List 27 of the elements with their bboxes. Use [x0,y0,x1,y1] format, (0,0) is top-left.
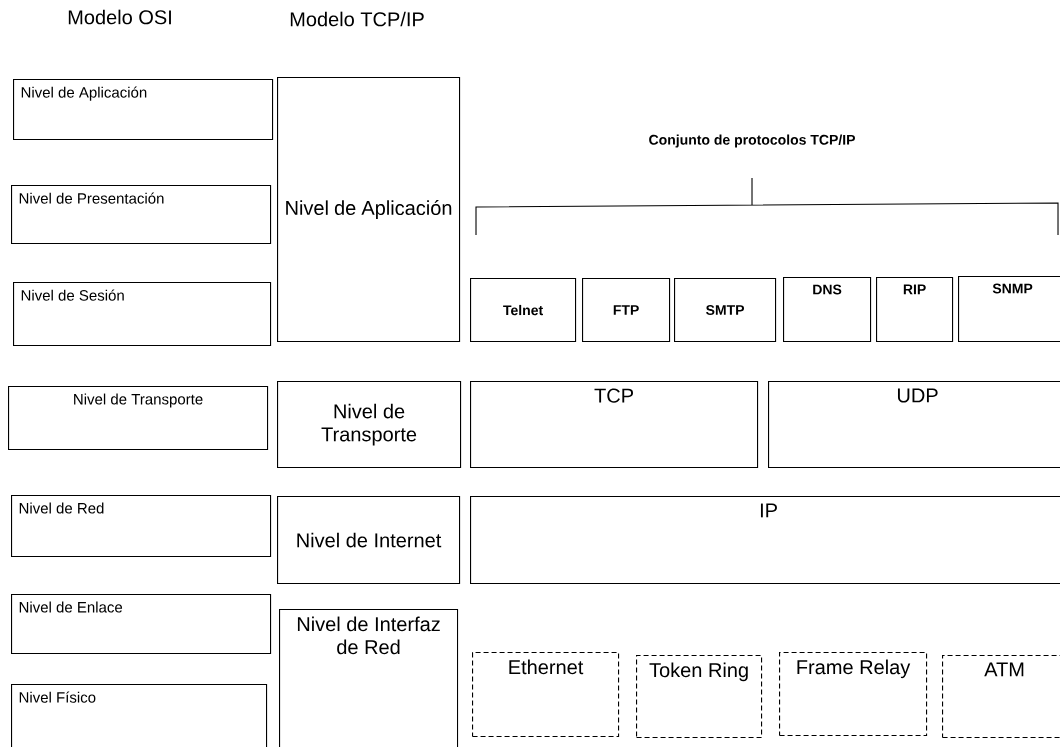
network-box: Frame Relay [779,652,928,737]
protocol-box: SMTP [674,278,777,343]
layer-box: Nivel de Presentación [11,185,272,245]
protocol-box: RIP [876,277,954,343]
layer-box: Nivel de Aplicación [277,77,461,343]
protocol-box: IP [470,496,1060,585]
layer-box: Nivel de Transporte [277,381,462,469]
layer-box: Nivel Físico [11,684,268,747]
protocol-box: SNMP [958,276,1060,343]
layer-box: Nivel de Transporte [8,386,269,451]
network-box: ATM [942,655,1060,739]
layer-box: Nivel de Internet [277,496,461,585]
group-heading: Conjunto de protocolos TCP/IP [649,134,855,148]
column-heading: Modelo OSI [68,9,171,25]
protocol-box: DNS [783,277,872,343]
layer-box: Nivel de Interfaz de Red [279,609,459,747]
layer-box: Nivel de Aplicación [13,79,274,141]
column-heading: Modelo TCP/IP [290,11,424,27]
protocol-box: UDP [768,381,1060,469]
layer-box: Nivel de Enlace [11,594,272,655]
layer-box: Nivel de Red [11,495,272,558]
protocol-box: Telnet [470,278,577,343]
protocol-box: TCP [470,381,759,469]
network-box: Ethernet [472,652,620,738]
layer-box: Nivel de Sesión [13,282,272,347]
protocol-box: FTP [582,278,671,343]
network-box: Token Ring [636,655,763,739]
